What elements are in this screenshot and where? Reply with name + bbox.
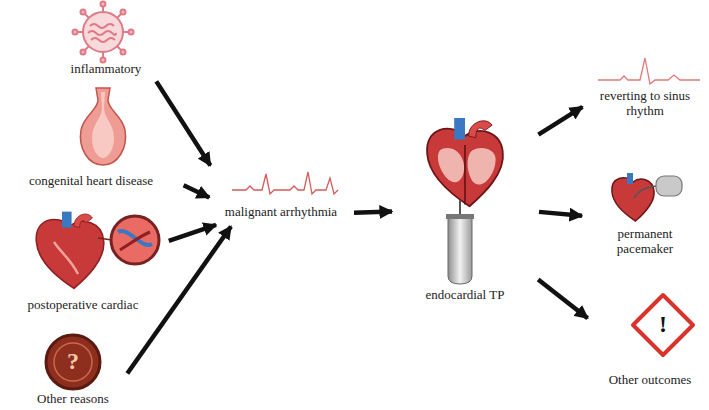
flow-arrow	[184, 185, 210, 197]
outcome-node: permanent pacemaker	[585, 160, 706, 262]
congenital-heart-icon	[80, 88, 125, 165]
flow-arrow	[354, 212, 392, 213]
symbol-glyph: !	[659, 311, 667, 339]
flow-arrow	[539, 212, 582, 216]
node-label: permanent pacemaker	[595, 227, 695, 257]
flow-arrow	[538, 279, 587, 318]
magnifier-icon	[98, 216, 159, 264]
node-label: postoperative cardiac	[28, 298, 139, 313]
warning-diamond	[633, 295, 693, 355]
symbol-glyph: ?	[67, 348, 79, 376]
cause-node: ? Other reasons	[25, 330, 125, 408]
node-label: inflammatory	[71, 62, 142, 77]
question-circle	[46, 335, 100, 389]
pacemaker-illustration	[612, 173, 682, 221]
ecg-trace	[232, 172, 338, 194]
treatment-node: endocardial TP	[395, 118, 535, 305]
node-label: endocardial TP	[426, 288, 505, 303]
node-label: malignant arrhythmia	[225, 205, 337, 220]
cause-node: postoperative cardiac	[3, 203, 165, 315]
flow-arrow	[127, 226, 231, 373]
flow-arrow	[538, 107, 582, 135]
flow-arrow	[156, 81, 210, 165]
node-label: Other reasons	[37, 392, 109, 407]
node-label: congenital heart disease	[29, 174, 153, 189]
cause-node: inflammatory	[50, 2, 162, 78]
node-label: Other outcomes	[609, 373, 692, 388]
flow-arrow	[169, 225, 216, 241]
ecg-trace	[598, 58, 700, 84]
heart-icon	[36, 212, 104, 289]
outcome-node: ! Other outcomes	[590, 290, 707, 390]
node-label: reverting to sinus rhythm	[595, 89, 695, 119]
cause-node: congenital heart disease	[2, 86, 180, 192]
virus-icon	[73, 2, 134, 63]
heart-illustration	[427, 118, 503, 206]
pacing-tube	[446, 200, 474, 284]
arrhythmia-node: malignant arrhythmia	[212, 168, 350, 224]
outcome-node: reverting to sinus rhythm	[585, 55, 706, 122]
